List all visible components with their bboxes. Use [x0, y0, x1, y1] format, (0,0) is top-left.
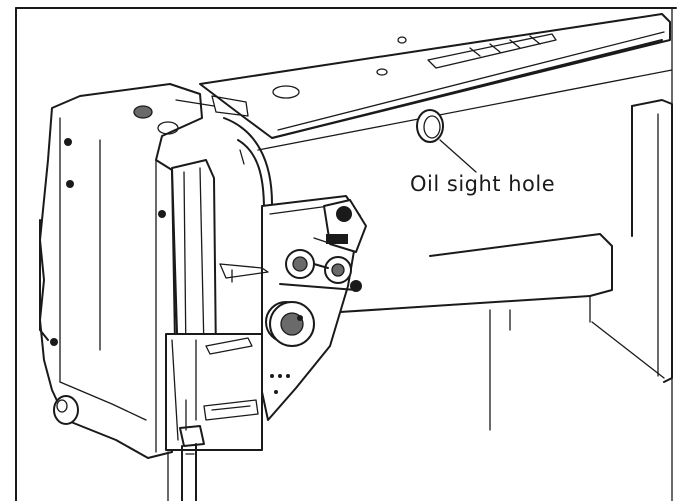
inner-panel — [171, 159, 217, 367]
tension-dial — [265, 301, 315, 347]
needle-bar — [167, 399, 205, 501]
callout-leader-line — [439, 139, 477, 173]
arm-body — [257, 69, 673, 431]
thread-tension-assembly — [279, 249, 362, 292]
machine-arm — [199, 13, 671, 139]
face-plate — [39, 83, 249, 459]
oil-sight-hole-label: Oil sight hole — [410, 172, 556, 196]
lower-guard — [165, 333, 290, 451]
oil-sight-hole — [416, 109, 444, 143]
take-up-spring — [313, 199, 367, 253]
thread-guide — [223, 117, 273, 211]
presser-lifter-knob — [53, 395, 79, 425]
